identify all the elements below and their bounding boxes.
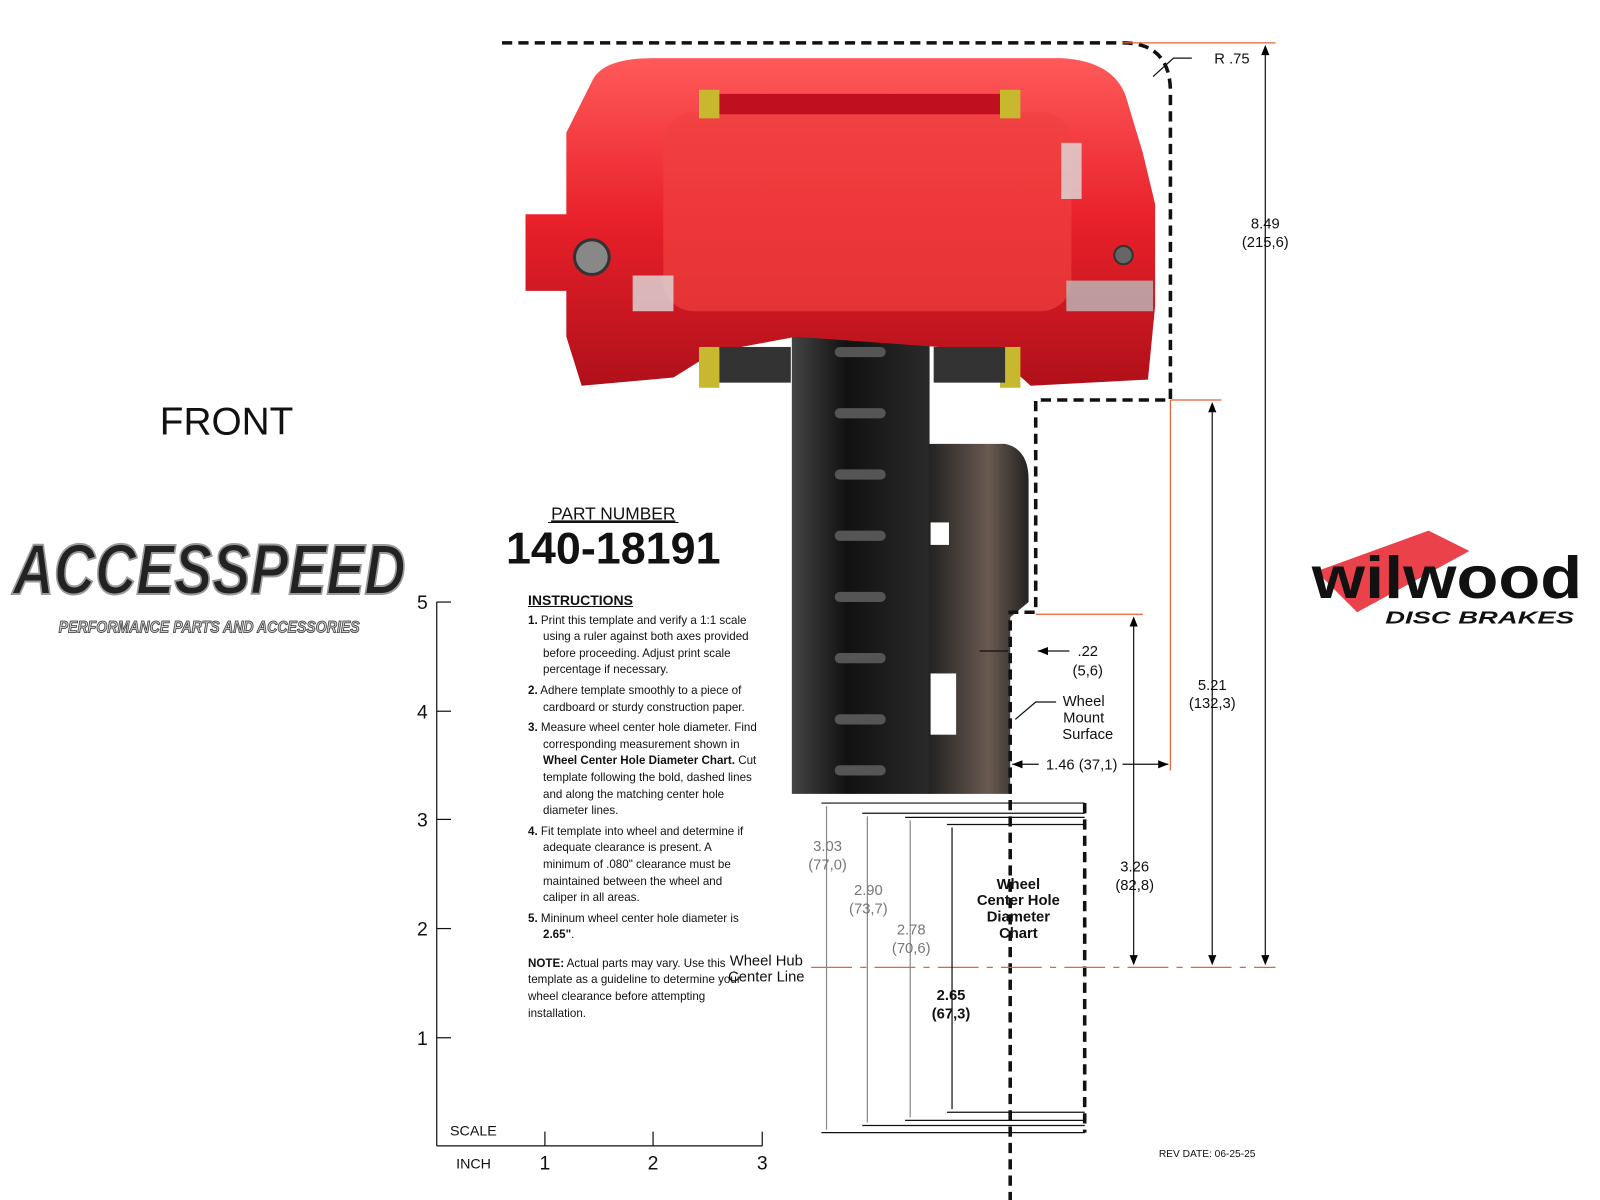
accespeed-logo: ACCESSPEED PERFORMANCE PARTS AND ACCESSO… [10,529,406,637]
wilwood-tagline: DISC BRAKES [1385,607,1574,627]
scale-ruler: 5 4 3 2 1 1 2 3 SCALE INCH [417,592,768,1174]
scale-htick-1: 1 [540,1152,551,1174]
diameter-3-in: 2.78 [897,923,926,939]
scale-htick-2: 2 [648,1152,659,1174]
instructions-note: NOTE: Actual parts may vary. Use this te… [528,956,741,1020]
scale-tick-3: 3 [417,810,428,832]
height-3-mm: (82,8) [1115,878,1154,894]
scale-htick-3: 3 [757,1152,768,1174]
chart-title-1: Wheel [997,877,1041,893]
radius-label: R .75 [1214,51,1249,67]
mount-surface-label-3: Surface [1062,727,1113,743]
scale-unit: INCH [456,1156,491,1172]
dimension-lines [979,44,1270,966]
scale-tick-5: 5 [417,592,428,614]
diameter-2-mm: (73,7) [849,901,888,917]
diameter-4-in: 2.65 [937,988,966,1004]
hub-center-label-2: Center Line [728,970,804,986]
part-number-heading: PART NUMBER [551,503,675,523]
instruction-step-5: 5. Mininum wheel center hole diameter is… [528,911,739,942]
accespeed-tagline: PERFORMANCE PARTS AND ACCESSORIES [59,619,360,637]
view-label: FRONT [160,401,294,444]
wilwood-logo: wilwood DISC BRAKES [1311,530,1583,627]
diameter-4-mm: (67,3) [932,1006,971,1022]
part-number: 140-18191 [506,522,721,573]
chart-title-2: Center Hole [977,893,1060,909]
chart-title-3: Diameter [987,909,1051,925]
offset-mm: (5,6) [1073,664,1103,680]
extension-lines [811,42,1276,968]
diameter-3-mm: (70,6) [892,941,931,957]
instruction-step-2: 2. Adhere template smoothly to a piece o… [528,683,745,714]
diameter-2-in: 2.90 [854,883,883,899]
instructions-title: INSTRUCTIONS [528,592,633,608]
diameter-1-mm: (77,0) [808,857,847,873]
accespeed-logo-text: ACCESSPEED [11,530,405,610]
mount-surface-label-2: Mount [1063,710,1104,726]
rotor-image [791,331,930,794]
overall-height-mm: (215,6) [1242,235,1289,251]
offset-in: .22 [1077,644,1098,660]
hub-center-label-1: Wheel Hub [730,953,803,969]
wilwood-logo-text: wilwood [1311,544,1583,611]
hub-image [928,443,1029,794]
instruction-step-4: 4. Fit template into wheel and determine… [528,824,744,905]
instructions-panel: INSTRUCTIONS 1. Print this template and … [528,592,758,1022]
mount-offset-label: 1.46 (37,1) [1046,757,1118,773]
mount-surface-label-1: Wheel [1063,694,1105,710]
chart-title-4: Chart [999,926,1038,942]
rev-date: REV DATE: 06-25-25 [1159,1149,1256,1160]
height-3-in: 3.26 [1120,859,1149,875]
height-2-in: 5.21 [1198,678,1227,694]
overall-height-in: 8.49 [1251,217,1280,233]
center-hole-chart-lines [821,802,1085,1134]
scale-tick-2: 2 [417,919,428,941]
height-2-mm: (132,3) [1189,696,1236,712]
instruction-step-1: 1. Print this template and verify a 1:1 … [528,613,749,677]
scale-tick-4: 4 [417,701,428,723]
instruction-step-3: 3. Measure wheel center hole diameter. F… [528,721,757,818]
caliper-image [525,58,1156,388]
scale-label: SCALE [450,1124,497,1140]
diameter-1-in: 3.03 [813,839,842,855]
scale-tick-1: 1 [417,1028,428,1050]
